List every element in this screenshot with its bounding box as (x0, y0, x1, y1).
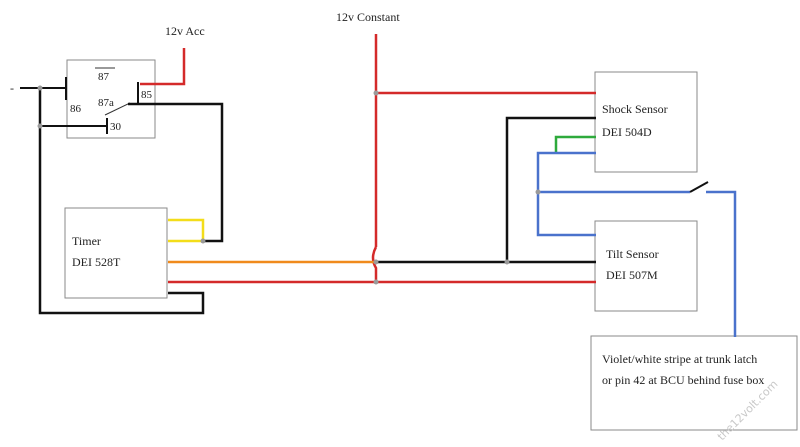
wire-red-acc (140, 48, 186, 86)
note-box (590, 335, 798, 431)
junction-dot (373, 90, 379, 96)
timer-model: DEI 528T (72, 255, 121, 269)
junction-dot (535, 189, 541, 195)
relay-switch-arm (104, 102, 131, 116)
junction-dot (373, 279, 379, 285)
junction-dot (504, 259, 510, 265)
wire-black-ground (38, 88, 205, 315)
watermark: the12volt.com (715, 378, 781, 444)
wire-yellow (168, 218, 205, 243)
tilt-sensor-label: Tilt Sensor (606, 247, 659, 261)
label-ground-minus: - (10, 81, 14, 95)
wire-green (554, 135, 596, 153)
tilt-sensor-box (594, 220, 698, 312)
shock-sensor-box (594, 71, 698, 173)
timer-label: Timer (72, 234, 101, 248)
switch-blade (689, 181, 709, 193)
junction-dot (200, 238, 206, 244)
wire-blue-shock (536, 151, 596, 237)
shock-sensor-label: Shock Sensor (602, 102, 668, 116)
shock-sensor-model: DEI 504D (602, 125, 652, 139)
wire-black-87a (128, 102, 224, 243)
label-12v-acc: 12v Acc (165, 24, 205, 38)
label-relay-87a: 87a (98, 97, 114, 109)
timer-box (64, 207, 168, 299)
note-line-1: Violet/white stripe at trunk latch (602, 352, 757, 366)
junction-dot (373, 259, 379, 265)
label-relay-85: 85 (141, 89, 153, 101)
junction-dot (37, 85, 43, 91)
wire-red-constant-hop (371, 246, 378, 282)
note-line-2: or pin 42 at BCU behind fuse box (602, 373, 764, 387)
label-relay-86: 86 (70, 103, 82, 115)
label-12v-constant: 12v Constant (336, 10, 400, 24)
wire-black-output (376, 116, 596, 264)
label-relay-30: 30 (110, 121, 122, 133)
tilt-sensor-model: DEI 507M (606, 268, 658, 282)
wire-blue-switch-right (706, 190, 737, 337)
junction-dot (37, 123, 43, 129)
label-relay-87: 87 (98, 71, 110, 83)
